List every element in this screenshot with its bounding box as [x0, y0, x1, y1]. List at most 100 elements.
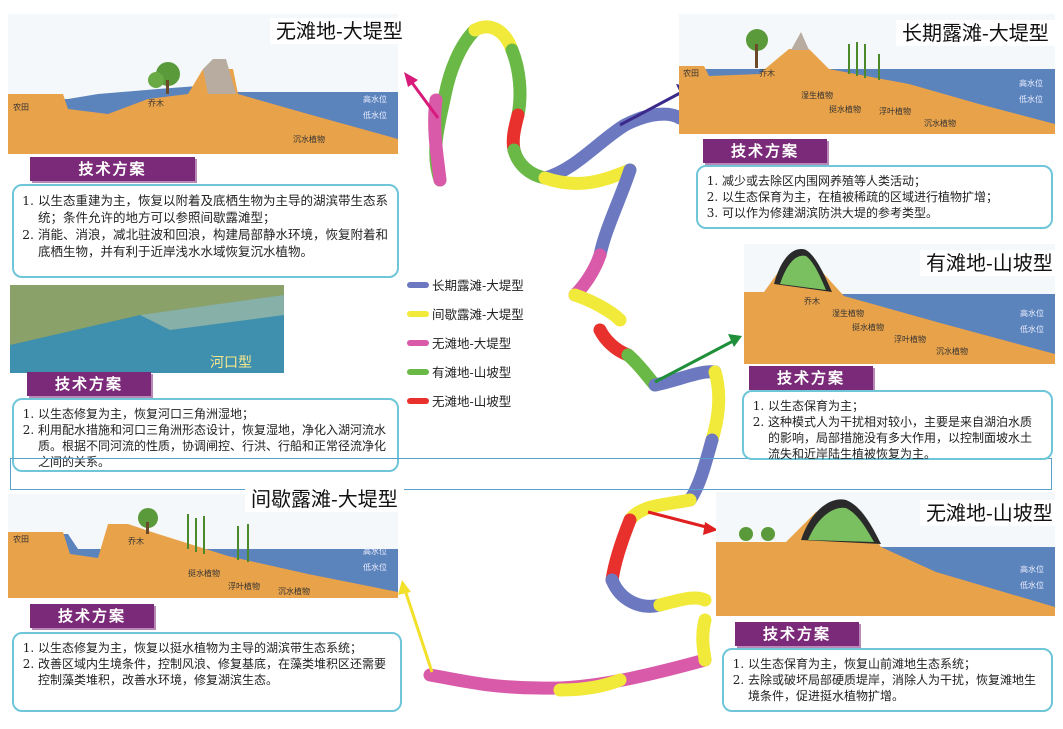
arrow-red-head — [703, 522, 718, 535]
panel-title: 有滩地-山坡型 — [920, 250, 1059, 276]
scene-label: 高水位 — [363, 546, 387, 556]
shore-seg-red-3 — [605, 513, 637, 587]
legend-item: 无滩地-山坡型 — [407, 386, 524, 415]
scene-intermittent-dyke: 农田 乔木 挺水植物 浮叶植物 沉水植物 高水位 低水位 — [8, 494, 398, 598]
scene-label: 挺水植物 — [188, 568, 220, 578]
scene-label: 浮叶植物 — [879, 106, 911, 116]
scene-label: 乔木 — [128, 536, 144, 546]
scheme-box-p6: 以生态保育为主，恢复山前滩地生态系统； 去除或破坏局部硬质堤岸，消除人为干扰，恢… — [722, 648, 1053, 712]
scheme-box-p2: 减少或去除区内围网养殖等人类活动； 以生态保育为主，在植被稀疏的区域进行植物扩增… — [696, 165, 1053, 229]
legend-label: 长期露滩-大堤型 — [432, 278, 524, 293]
tech-label: 技术方案 — [30, 157, 195, 181]
estuary-photo: 河口型 — [10, 285, 284, 373]
scene-label: 农田 — [683, 68, 699, 78]
legend-item: 有滩地-山坡型 — [407, 357, 524, 386]
shore-seg-pink-2 — [568, 248, 607, 302]
shore-seg-pink-3 — [423, 653, 712, 695]
shore-seg-yellow-3 — [568, 288, 627, 327]
panel-title: 间歇露滩-大堤型 — [245, 486, 404, 512]
scene-label: 湿生植物 — [832, 308, 864, 318]
scene-label: 低水位 — [1019, 94, 1043, 104]
shore-seg-yellow-7 — [696, 613, 712, 667]
tech-label: 技术方案 — [27, 372, 151, 396]
shore-seg-green-2 — [505, 43, 527, 122]
legend-swatch — [407, 397, 429, 404]
legend-label: 无滩地-大堤型 — [432, 336, 512, 351]
panel-title: 长期露滩-大堤型 — [896, 20, 1055, 46]
legend-swatch — [407, 310, 429, 317]
tech-label: 技术方案 — [30, 604, 154, 628]
shore-seg-pink-1 — [428, 93, 447, 187]
scene-label: 农田 — [13, 102, 29, 112]
shore-seg-yellow-6 — [653, 591, 712, 612]
scene-label: 沉水植物 — [936, 346, 968, 356]
scene-label: 挺水植物 — [852, 322, 884, 332]
scene-label: 浮叶植物 — [228, 581, 260, 591]
scene-label: 沉水植物 — [293, 134, 325, 144]
scene-label: 低水位 — [1020, 580, 1044, 590]
tech-label: 技术方案 — [735, 622, 859, 646]
scene-label: 沉水植物 — [278, 586, 310, 596]
arrow-green-head — [728, 334, 742, 347]
scheme-item: 以生态修复为主，恢复以挺水植物为主导的湖滨带生态系统； — [38, 640, 392, 656]
panel-title: 无滩地-大堤型 — [270, 18, 409, 44]
scheme-item: 改善区域内生境条件，控制风浪、修复基底，在藻类堆积区还需要控制藻类堆积，改善水环… — [38, 656, 392, 688]
scene-label: 高水位 — [363, 94, 387, 104]
shore-seg-yellow-5 — [623, 493, 697, 527]
scheme-item: 以生态修复为主，恢复河口三角洲湿地； — [38, 406, 389, 422]
scheme-box-p5: 以生态修复为主，恢复以挺水植物为主导的湖滨带生态系统； 改善区域内生境条件，控制… — [12, 632, 402, 712]
scene-label: 高水位 — [1020, 564, 1044, 574]
scene-label: 挺水植物 — [829, 104, 861, 114]
scene-no-beach-dyke: 农田 乔木 高水位 低水位 沉水植物 — [8, 14, 398, 154]
scene-label: 农田 — [13, 534, 29, 544]
estuary-title: 河口型 — [210, 355, 252, 371]
scheme-item: 以生态重建为主，恢复以附着及底栖生物为主导的湖滨带生态系统；条件允许的地方可以参… — [38, 192, 389, 226]
legend-item: 长期露滩-大堤型 — [407, 270, 524, 299]
scheme-box-p1: 以生态重建为主，恢复以附着及底栖生物为主导的湖滨带生态系统；条件允许的地方可以参… — [12, 184, 399, 278]
scene-label: 低水位 — [363, 562, 387, 572]
scheme-item: 以生态保育为主； — [768, 398, 1043, 414]
shore-seg-blue-5 — [605, 573, 667, 613]
tech-label: 技术方案 — [703, 139, 827, 163]
legend-label: 无滩地-山坡型 — [432, 394, 512, 409]
scheme-item: 可以作为修建湖滨防洪大堤的参考类型。 — [722, 205, 1043, 221]
shore-seg-yellow-4 — [705, 365, 726, 447]
arrow-yellow-head — [398, 580, 411, 595]
separator-frame — [10, 458, 1052, 490]
legend-swatch — [407, 339, 429, 346]
scene-label: 高水位 — [1020, 308, 1044, 318]
scheme-item: 消能、消浪，减北驻波和回浪，构建局部静水环境，恢复附着和底栖生物，并有利于近岸浅… — [38, 226, 389, 260]
legend-label: 间歇露滩-大堤型 — [432, 307, 524, 322]
scene-label: 湿生植物 — [801, 90, 833, 100]
arrow-red — [647, 510, 711, 530]
scene-label: 低水位 — [1020, 324, 1044, 334]
scheme-item: 减少或去除区内围网养殖等人类活动； — [722, 173, 1043, 189]
scene-label: 沉水植物 — [924, 118, 956, 128]
legend-swatch — [407, 368, 429, 375]
tech-label: 技术方案 — [749, 366, 873, 390]
scene-label: 低水位 — [363, 110, 387, 120]
shore-seg-blue-2 — [593, 163, 637, 262]
scheme-item: 以生态保育为主，恢复山前滩地生态系统； — [748, 656, 1043, 672]
scheme-box-p3: 以生态修复为主，恢复河口三角洲湿地； 利用配水措施和河口三角洲形态设计，恢复湿地… — [12, 398, 399, 472]
shore-seg-blue-1 — [538, 107, 687, 185]
legend-item: 无滩地-大堤型 — [407, 328, 524, 357]
scene-label: 浮叶植物 — [894, 334, 926, 344]
scheme-box-p4: 以生态保育为主； 这种模式人为干扰相对较小，主要是来自湖泊水质的影响，局部措施没… — [742, 390, 1053, 461]
legend-swatch — [407, 281, 429, 288]
arrow-pink — [408, 79, 440, 119]
arrow-pink-head — [404, 72, 418, 87]
scene-label: 乔木 — [759, 68, 775, 78]
shore-seg-yellow-1 — [468, 20, 519, 57]
scheme-item: 以生态保育为主，在植被稀疏的区域进行植物扩增； — [722, 189, 1043, 205]
legend-label: 有滩地-山坡型 — [432, 365, 512, 380]
arrow-yellow — [403, 589, 434, 673]
arrow-green — [654, 338, 736, 384]
arrow-purple — [619, 90, 683, 127]
panel-title: 无滩地-山坡型 — [920, 500, 1059, 526]
legend-item: 间歇露滩-大堤型 — [407, 299, 524, 328]
scene-label: 高水位 — [1019, 78, 1043, 88]
shore-seg-yellow-8 — [553, 673, 627, 697]
legend: 长期露滩-大堤型 间歇露滩-大堤型 无滩地-大堤型 有滩地-山坡型 无滩地-山坡… — [407, 270, 524, 415]
